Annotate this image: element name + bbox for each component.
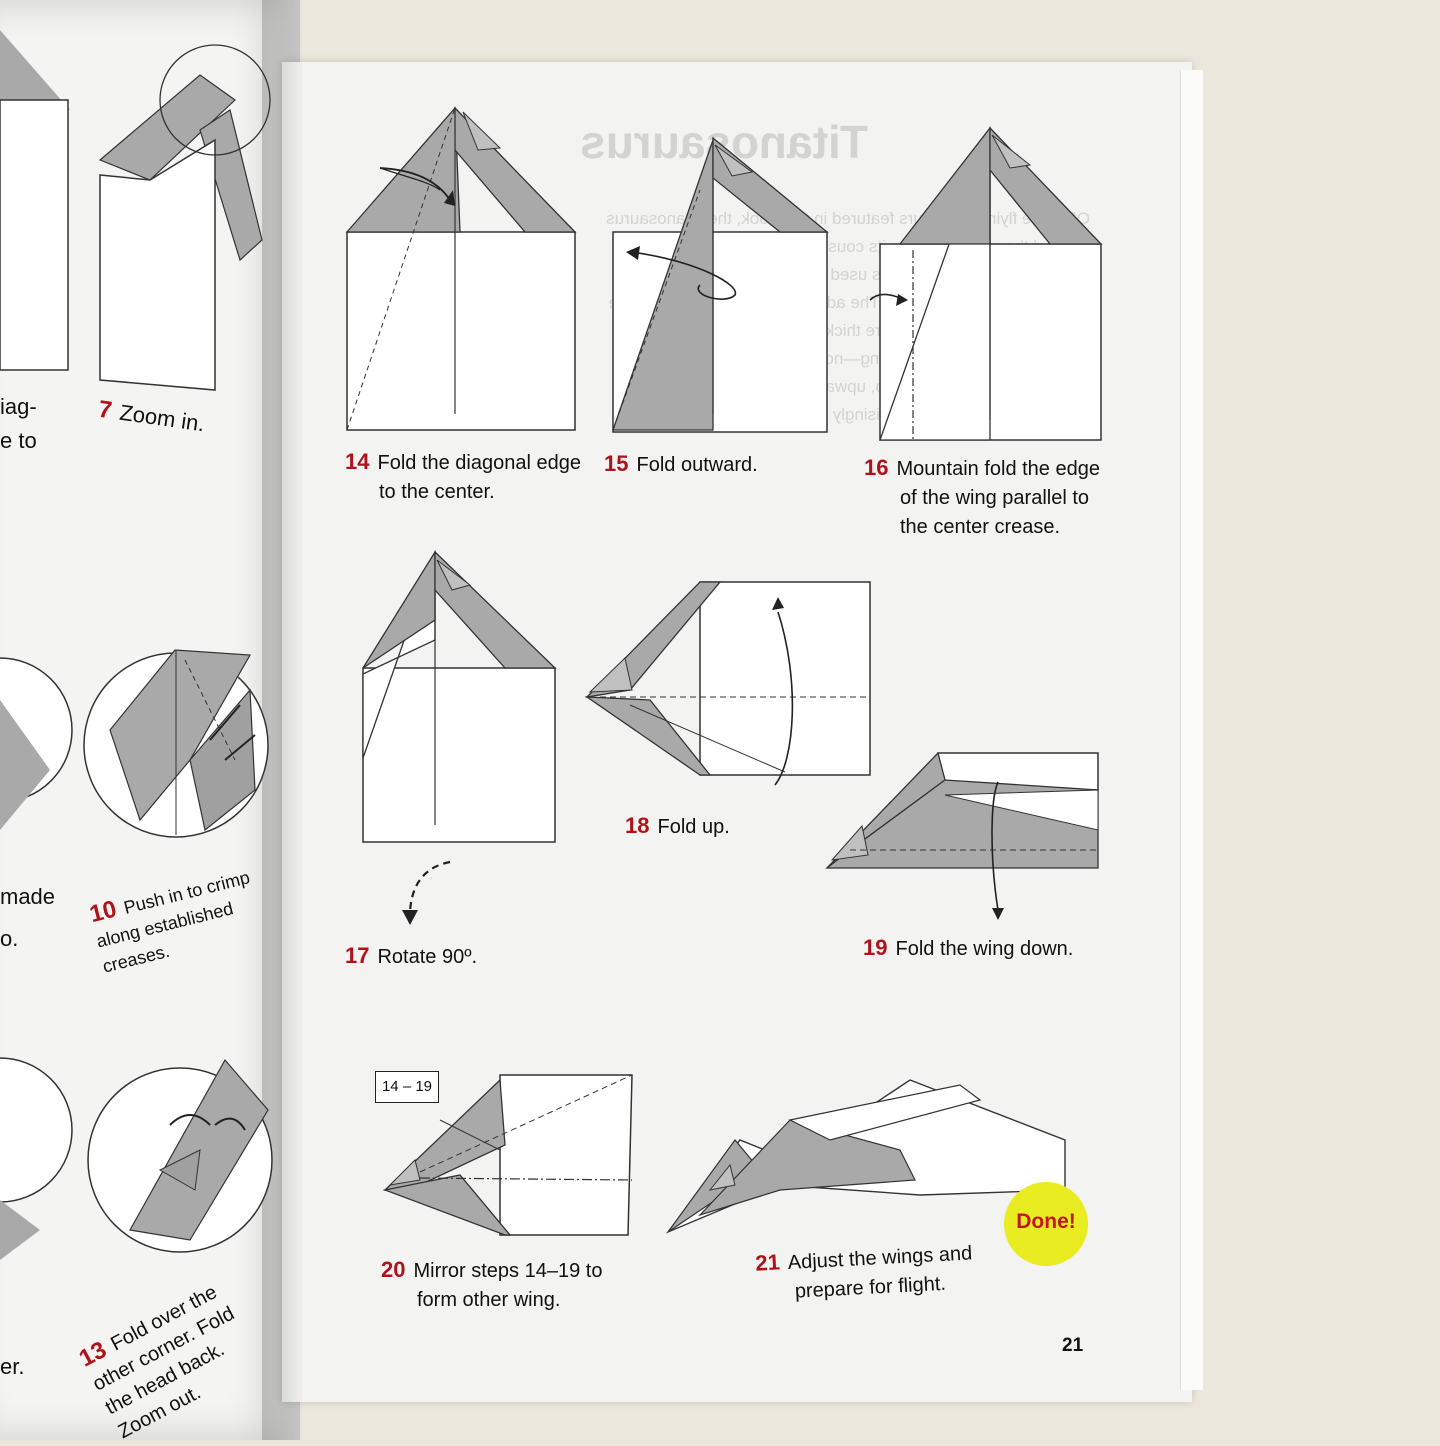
book-gutter — [262, 0, 302, 1440]
step-text-line1: Adjust the wings and — [787, 1242, 973, 1274]
done-badge: Done! — [1008, 1186, 1084, 1262]
diagram-step-15 — [612, 136, 829, 433]
step-text-line1: Mirror steps 14–19 to — [413, 1260, 603, 1282]
step-text-line1: Rotate 90º. — [377, 946, 478, 968]
step-number: 14 — [345, 449, 370, 474]
diagram-step-18 — [584, 581, 871, 786]
step-text-line1: Fold the wing down. — [895, 938, 1074, 960]
step-number: 15 — [604, 451, 629, 476]
diagram-step-14 — [345, 106, 577, 431]
step-text-line1: Fold the diagonal edge — [377, 452, 581, 474]
step-number: 17 — [345, 943, 370, 968]
done-badge-text: Done! — [1016, 1210, 1076, 1233]
step-number: 10 — [86, 895, 120, 929]
step-text-line3: the center crease. — [900, 516, 1061, 538]
left-fragment-2: e to — [0, 428, 37, 453]
left-diagram-13 — [0, 1057, 273, 1260]
step-text-line1: Mountain fold the edge — [896, 458, 1100, 480]
step-18-caption: 18 Fold up. — [625, 811, 730, 842]
step-text-line2: to the center. — [379, 481, 495, 503]
step-number: 21 — [754, 1249, 781, 1276]
step-text-line1: Fold outward. — [636, 454, 758, 476]
step-14-caption: 14 Fold the diagonal edge to the center. — [345, 447, 581, 507]
diagram-step-21 — [665, 1079, 1066, 1234]
step-number: 7 — [96, 395, 114, 425]
step-text-line2: of the wing parallel to — [900, 487, 1090, 509]
steps-reference-label: 14 – 19 — [375, 1071, 439, 1103]
step-20-caption: 20 Mirror steps 14–19 to form other wing. — [381, 1255, 602, 1315]
left-fragment-3: made — [0, 884, 56, 909]
left-diagram-7 — [0, 30, 271, 391]
step-15-caption: 15 Fold outward. — [604, 449, 758, 480]
diagram-step-20 — [382, 1074, 633, 1236]
step-text-line1: Fold up. — [657, 816, 730, 838]
step-number: 16 — [864, 455, 889, 480]
diagram-step-17 — [362, 549, 557, 925]
step-16-caption: 16 Mountain fold the edge of the wing par… — [864, 453, 1100, 542]
step-number: 18 — [625, 813, 650, 838]
left-fragment-4: o. — [0, 926, 19, 951]
page-number: 21 — [1062, 1335, 1084, 1356]
page-edge — [1180, 70, 1203, 1390]
step-number: 20 — [381, 1257, 406, 1282]
diagram-step-16 — [869, 126, 1103, 441]
step-text-line2: prepare for flight. — [794, 1272, 947, 1303]
left-diagram-10 — [0, 649, 269, 838]
step-text-line2: form other wing. — [417, 1289, 561, 1311]
diagram-step-19 — [825, 751, 1099, 920]
left-fragment-5: er. — [0, 1354, 25, 1379]
step-19-caption: 19 Fold the wing down. — [863, 933, 1073, 964]
step-17-caption: 17 Rotate 90º. — [345, 941, 477, 972]
step-number: 19 — [863, 935, 888, 960]
left-fragment-1: iag- — [0, 394, 37, 419]
